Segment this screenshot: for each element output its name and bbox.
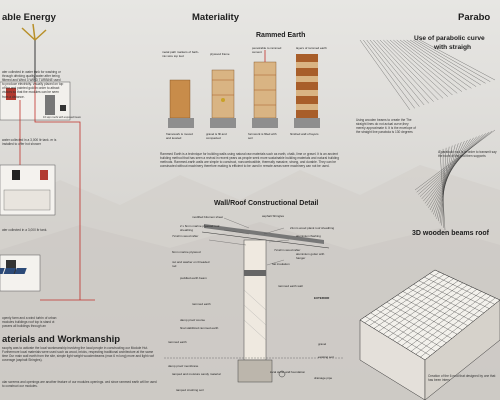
beams-caption: Creation of the 6 mod that designed by o… (428, 374, 496, 383)
detail-label-r1: asphalt Shingles (262, 214, 285, 218)
detail-label-l7: rammed earth (192, 302, 211, 306)
detail-label-l6: puddled earth beam (180, 276, 207, 280)
parabolic-subtitle-2: with straigh (434, 44, 471, 51)
fig-caption: 16 sqm roofs with exposed beam (43, 115, 81, 119)
detail-label-r9: gravel (318, 342, 327, 346)
rammed-label-1: metal path markers of barb- mix wire top… (162, 50, 199, 58)
wire-red (34, 82, 81, 300)
detail-title: Wall/Roof Constructional Detail (214, 200, 319, 207)
detail-label-r5: aluminium gutter with hanger (296, 252, 325, 260)
detail-label-l10: rammed earth (168, 340, 187, 344)
rammed-step-label-3: formwork is filled with soil (248, 132, 277, 140)
materiality-title: Materiality (192, 12, 239, 23)
drainage-pipe-icon (278, 370, 286, 378)
water-heater-icon (6, 260, 16, 274)
rammed-earth-description: Rammed Earth is a technique for building… (160, 152, 339, 169)
detail-label-l12: tamped and moisture sandy material (172, 372, 221, 376)
workmanship-paragraph-2: olar screens and openings are another fe… (2, 380, 157, 389)
detail-label-r2: 21mm wood plank roof sheathing (290, 226, 335, 230)
detail-label-l9: final stabilized rammed earth (180, 326, 219, 330)
detail-label-l8: damp proof course (180, 318, 206, 322)
step-1 (168, 79, 194, 128)
workmanship-title: aterials and Workmanship (2, 334, 121, 345)
pipe-icon (12, 170, 20, 180)
energy-paragraph-2: water collected in a 3,000 ltr tank. er … (2, 138, 57, 147)
detail-label-r7: rammed earth wall (278, 284, 303, 288)
turbine-blades-icon (21, 23, 47, 41)
rammed-step-label-4: finished wall of layers (290, 132, 319, 136)
parabolic-subtitle-1: Use of parabolic curve (414, 35, 485, 42)
detail-label-r3: aluminium flashing (296, 234, 321, 238)
detail-label-r10: existing soil (318, 355, 334, 359)
wooden-beams-roof-drawing (359, 269, 500, 400)
detail-label-l5: nut and washer on threaded rod (172, 260, 210, 268)
energy-paragraph-3: ater collected in a 3,000 ltr tank. (2, 228, 48, 232)
detail-label-l3: 7x12cm wood rafter (172, 234, 199, 238)
detail-label-r12: drainage pipe (314, 376, 333, 380)
water-tank-icon (6, 88, 16, 100)
detail-label-exterior: EXTERIOR (314, 296, 330, 300)
detail-label-l2: 2 x 6mm marine plywood roof sheathing (180, 224, 220, 232)
step-2 (210, 69, 236, 128)
rammed-earth-subtitle: Rammed Earth (256, 32, 306, 39)
step-4 (294, 54, 320, 128)
step-3 (252, 50, 278, 128)
energy-diagram: 16 sqm roofs with exposed beam (0, 23, 95, 301)
rammed-step-label-1: framework is moved and leveled (166, 132, 193, 140)
solar-panel-icon (0, 268, 27, 274)
parabolic-wireframe (359, 39, 496, 231)
beams-title: 3D wooden beams roof (412, 230, 490, 237)
parabolic-paragraph-2: A parabolic roof is in order to transmit… (438, 150, 497, 159)
rammed-earth-diagram (168, 50, 320, 128)
workmanship-paragraph: ssophy was to activate the local workman… (2, 346, 155, 363)
detail-label-r11: local stone wall foundation (270, 370, 306, 374)
detail-label-l13: tamped crushing soil (176, 388, 204, 392)
parabolic-paragraph: Using wooden beams to create the The str… (356, 118, 416, 135)
detail-label-l1: modified bitumen sheet (192, 215, 224, 219)
detail-label-r6: hat insulation (272, 262, 290, 266)
construction-detail-drawing (164, 217, 344, 383)
stone-foundation (237, 359, 273, 383)
parabolic-title: Parabo (458, 12, 491, 23)
detail-label-l4: 6mm marine plywood (172, 250, 201, 254)
rammed-label-3: penetrable to rammed cement (252, 46, 282, 54)
rammed-step-label-2: gravel is fill and compacted (206, 132, 227, 140)
person-silhouette-icon (45, 95, 55, 115)
rammed-label-2: plywood frame (210, 52, 230, 56)
energy-title: able Energy (2, 12, 56, 23)
detail-label-l11: damp proof membrane (168, 364, 199, 368)
detail-label-r4: 7x12cm wood rafter (274, 248, 301, 252)
appliance-icon (60, 105, 66, 111)
energy-paragraph-4: openly farm and a wind turbin of urban m… (2, 316, 57, 329)
energy-paragraph-1: ater collected in water tank for washing… (2, 70, 64, 99)
marker-icon (221, 98, 225, 102)
rammed-label-4: layers of rammed earth (296, 46, 327, 50)
